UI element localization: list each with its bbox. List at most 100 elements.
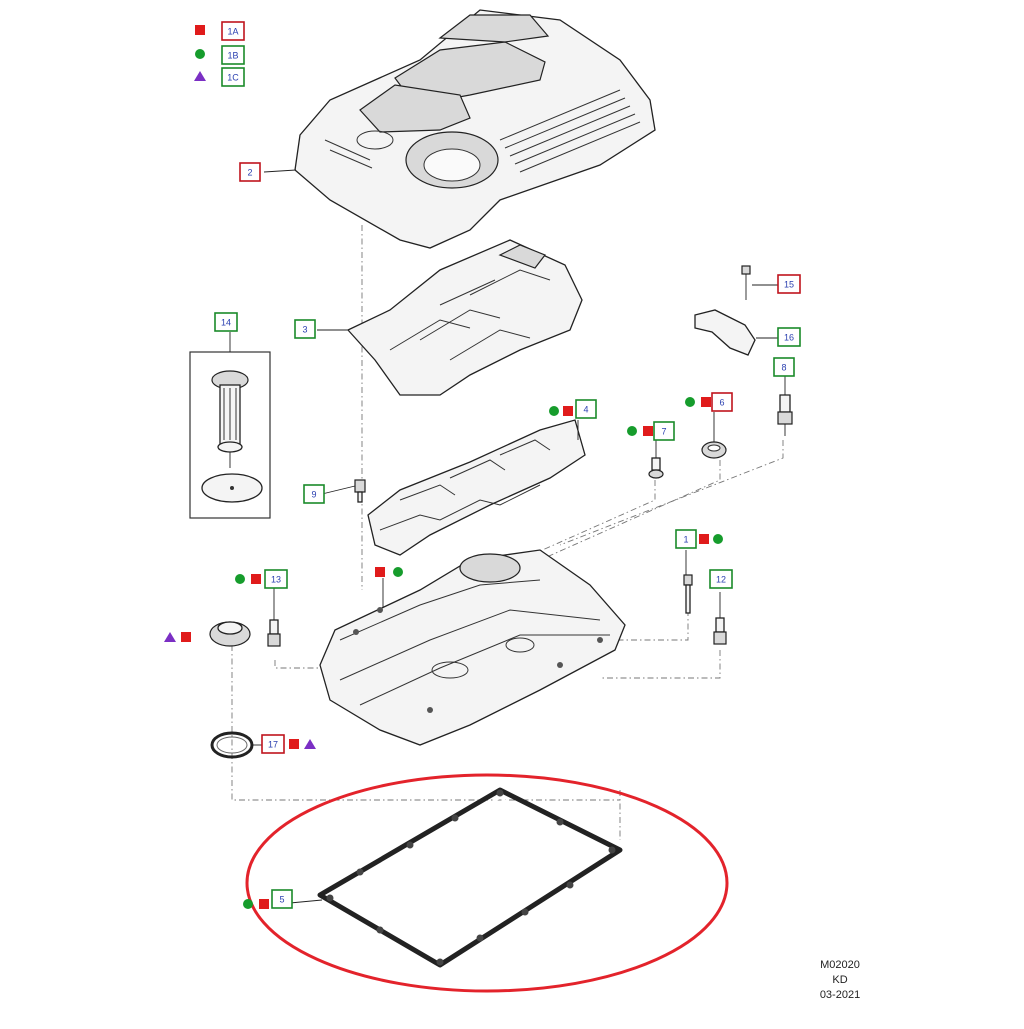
square-symbol-icon bbox=[563, 406, 573, 416]
callout-box bbox=[575, 399, 597, 419]
circle-symbol-icon bbox=[549, 406, 559, 416]
square-symbol-icon bbox=[195, 25, 205, 35]
callout-5[interactable]: 5 bbox=[271, 889, 293, 909]
callout-label: 7 bbox=[661, 427, 666, 437]
callout-label: 12 bbox=[716, 575, 726, 585]
callout-label: 1 bbox=[683, 535, 688, 545]
callout-label: 1C bbox=[227, 73, 239, 83]
sensor-12[interactable] bbox=[713, 617, 727, 645]
callout-label: 6 bbox=[719, 398, 724, 408]
triangle-symbol-icon bbox=[304, 739, 316, 749]
oil-fill-adapter-6[interactable] bbox=[701, 441, 727, 459]
temperature-sensor-8[interactable] bbox=[777, 394, 793, 436]
callout-box bbox=[709, 569, 733, 589]
callout-box bbox=[261, 734, 285, 754]
callout-box bbox=[294, 319, 316, 339]
leader-lines bbox=[229, 169, 786, 904]
circle-symbol-icon bbox=[685, 397, 695, 407]
square-symbol-icon bbox=[289, 739, 299, 749]
callout-label: 4 bbox=[583, 405, 588, 415]
reference-date: 03-2021 bbox=[819, 989, 861, 1001]
callout-6[interactable]: 6 bbox=[711, 392, 733, 412]
bracket-bolt[interactable] bbox=[741, 265, 751, 300]
reference-block: M02020 KD 03-2021 bbox=[810, 958, 870, 1003]
callout-box bbox=[221, 45, 245, 65]
bolt-9[interactable] bbox=[354, 479, 366, 503]
callout-label: 3 bbox=[302, 325, 307, 335]
callout-box bbox=[214, 312, 238, 332]
callout-label: 16 bbox=[784, 333, 794, 343]
intake-insulator[interactable] bbox=[346, 239, 583, 396]
callout-legend-1A[interactable]: 1A bbox=[221, 21, 245, 41]
circle-symbol-icon bbox=[393, 567, 403, 577]
assembly-guide-lines bbox=[231, 225, 784, 840]
circle-symbol-icon bbox=[243, 899, 253, 909]
callout-label: 14 bbox=[221, 318, 231, 328]
valve-cover-housing[interactable] bbox=[319, 549, 626, 746]
callout-box bbox=[653, 421, 675, 441]
sensor-13[interactable] bbox=[267, 619, 281, 647]
callout-9[interactable]: 9 bbox=[303, 484, 325, 504]
stud-7[interactable] bbox=[648, 457, 664, 479]
callout-legend-1B[interactable]: 1B bbox=[221, 45, 245, 65]
triangle-symbol-icon bbox=[194, 71, 206, 81]
callout-17[interactable]: 17 bbox=[261, 734, 285, 754]
callout-1[interactable]: 1 bbox=[675, 529, 697, 549]
callout-8[interactable]: 8 bbox=[773, 357, 795, 377]
triangle-symbol-icon bbox=[164, 632, 176, 642]
callout-14[interactable]: 14 bbox=[214, 312, 238, 332]
callout-box bbox=[675, 529, 697, 549]
callout-label: 5 bbox=[279, 895, 284, 905]
reference-variant: KD bbox=[832, 974, 848, 986]
wiring-bracket[interactable] bbox=[694, 309, 756, 356]
callout-box bbox=[221, 21, 245, 41]
square-symbol-icon bbox=[251, 574, 261, 584]
callout-box bbox=[777, 274, 801, 294]
circle-symbol-icon bbox=[627, 426, 637, 436]
callout-label: 15 bbox=[784, 280, 794, 290]
highlight-ellipse bbox=[245, 773, 729, 993]
callout-4[interactable]: 4 bbox=[575, 399, 597, 419]
callout-15[interactable]: 15 bbox=[777, 274, 801, 294]
callout-label: 13 bbox=[271, 575, 281, 585]
callout-2[interactable]: 2 bbox=[239, 162, 261, 182]
callout-label: 9 bbox=[311, 490, 316, 500]
callout-box bbox=[777, 327, 801, 347]
callout-box bbox=[303, 484, 325, 504]
callout-legend-1C[interactable]: 1C bbox=[221, 67, 245, 87]
callout-label: 1B bbox=[227, 51, 238, 61]
callout-13[interactable]: 13 bbox=[264, 569, 288, 589]
callout-box bbox=[773, 357, 795, 377]
callout-box bbox=[264, 569, 288, 589]
valve-cover-gasket-5[interactable] bbox=[317, 787, 623, 968]
square-symbol-icon bbox=[701, 397, 711, 407]
circle-symbol-icon bbox=[235, 574, 245, 584]
square-symbol-icon bbox=[375, 567, 385, 577]
callout-12[interactable]: 12 bbox=[709, 569, 733, 589]
callout-box bbox=[271, 889, 293, 909]
callout-16[interactable]: 16 bbox=[777, 327, 801, 347]
reference-code: M02020 bbox=[820, 959, 860, 971]
oil-filter-element[interactable] bbox=[189, 351, 271, 519]
callout-box bbox=[221, 67, 245, 87]
callout-3[interactable]: 3 bbox=[294, 319, 316, 339]
engine-cover[interactable] bbox=[294, 9, 656, 249]
bolt-1[interactable] bbox=[683, 574, 693, 614]
square-symbol-icon bbox=[259, 899, 269, 909]
square-symbol-icon bbox=[181, 632, 191, 642]
callout-7[interactable]: 7 bbox=[653, 421, 675, 441]
callout-label: 2 bbox=[247, 168, 252, 178]
baffle-4[interactable] bbox=[367, 419, 586, 556]
square-symbol-icon bbox=[699, 534, 709, 544]
callout-label: 1A bbox=[227, 27, 238, 37]
callout-box bbox=[711, 392, 733, 412]
callout-box bbox=[239, 162, 261, 182]
circle-symbol-icon bbox=[195, 49, 205, 59]
oil-filler-cap[interactable] bbox=[209, 621, 251, 647]
callout-label: 8 bbox=[781, 363, 786, 373]
circle-symbol-icon bbox=[713, 534, 723, 544]
square-symbol-icon bbox=[643, 426, 653, 436]
callout-label: 17 bbox=[268, 740, 278, 750]
